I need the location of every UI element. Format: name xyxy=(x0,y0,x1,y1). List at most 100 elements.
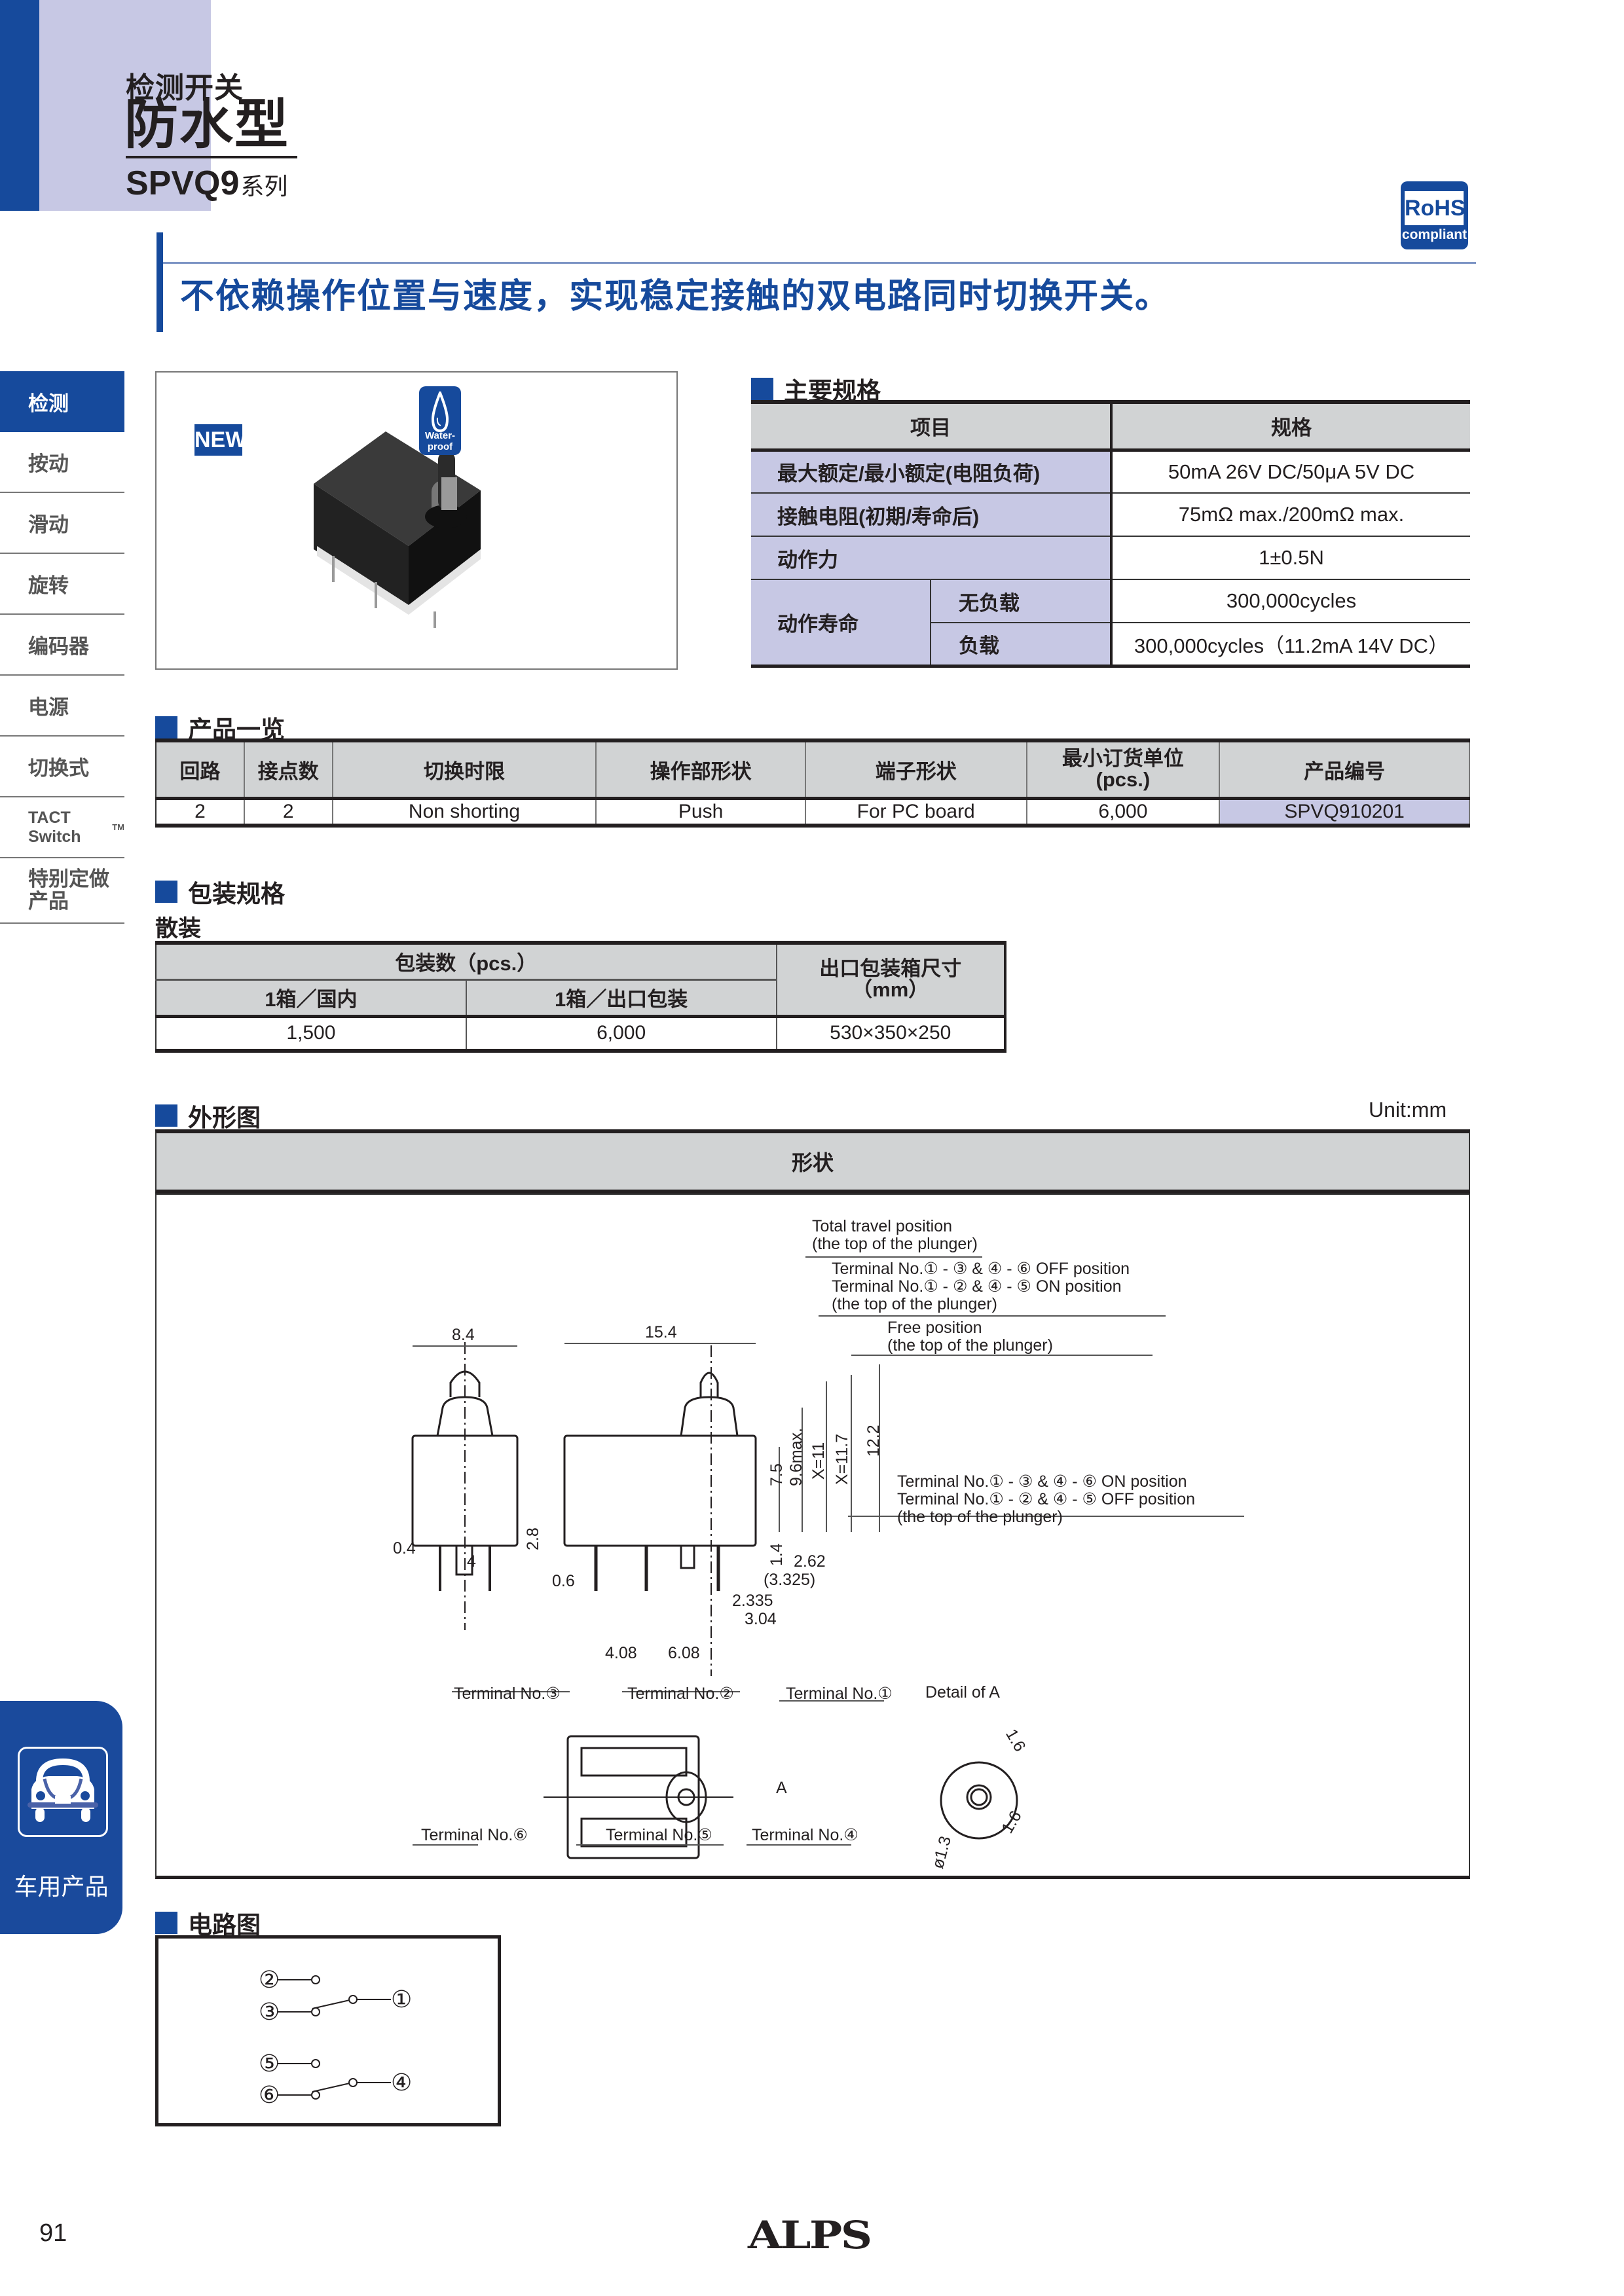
section-title: 包装规格 xyxy=(188,881,285,907)
section-marker xyxy=(155,881,177,903)
sidebar-item-label: 滑动 xyxy=(28,513,69,536)
tagline-rule xyxy=(163,262,1476,264)
header-export: 1箱／出口包装 xyxy=(466,979,777,1018)
header-min-order: 最小订货单位(pcs.) xyxy=(1026,740,1221,800)
header-band-light xyxy=(39,0,211,211)
cell-circuits: 2 xyxy=(156,798,245,826)
sidebar-item-push[interactable]: 按动 xyxy=(0,432,124,493)
header-qty: 包装数（pcs.） xyxy=(156,943,777,981)
header-box-size-unit: （mm） xyxy=(852,978,929,1002)
waterproof-label: Water-proof xyxy=(424,430,456,452)
section-marker xyxy=(155,716,177,738)
spec-item: 最大额定/最小额定(电阻负荷) xyxy=(751,450,1111,494)
unit-label: Unit:mm xyxy=(1369,1098,1447,1121)
sidebar-item-label: 电源 xyxy=(28,696,69,719)
spec-item: 接触电阻(初期/寿命后) xyxy=(751,493,1111,537)
sidebar-item-label: 按动 xyxy=(28,452,69,475)
label-terminal-1: Terminal No.① xyxy=(786,1685,893,1703)
sidebar-item-custom[interactable]: 特别定做产品 xyxy=(0,858,124,924)
table-row: 动作寿命 无负载 300,000cycles xyxy=(751,579,1470,666)
automotive-tab-label: 车用产品 xyxy=(14,1873,109,1900)
car-icon xyxy=(18,1747,108,1837)
header-contacts: 接点数 xyxy=(244,740,333,800)
spec-value: 300,000cycles xyxy=(1110,579,1470,623)
circuit-node-5: ⑤ xyxy=(259,2050,280,2077)
circuit-node-3: ③ xyxy=(259,1998,280,2025)
label-terminal-3: Terminal No.③ xyxy=(454,1685,561,1703)
dimension-drawing-box xyxy=(155,1194,1470,1879)
label-a: A xyxy=(776,1779,787,1797)
table-header-row: 回路 接点数 切换时限 操作部形状 端子形状 最小订货单位(pcs.) 产品编号 xyxy=(156,740,1470,800)
dim-x117: X=11.7 xyxy=(833,1433,851,1485)
circuit-node-2: ② xyxy=(259,1966,280,1993)
header-changeover: 切换时限 xyxy=(332,740,597,800)
section-title: 外形图 xyxy=(188,1104,261,1131)
tagline: 不依赖操作位置与速度，实现稳定接触的双电路同时切换开关。 xyxy=(180,276,1171,316)
label-detail-a: Detail of A xyxy=(925,1683,1000,1702)
dim-3325: (3.325) xyxy=(764,1571,816,1589)
label-terminal-2: Terminal No.② xyxy=(627,1685,734,1703)
table-row: 最大额定/最小额定(电阻负荷) 50mA 26V DC/50μA 5V DC xyxy=(751,450,1470,494)
label-terminal-on: Terminal No.① - ③ & ④ - ⑥ ON position xyxy=(897,1472,1187,1491)
label-top-plunger: (the top of the plunger) xyxy=(887,1336,1053,1355)
packaging-heading: 包装规格 xyxy=(155,874,285,909)
type-title: 防水型 xyxy=(124,95,290,155)
sidebar-item-label: 编码器 xyxy=(28,635,89,658)
spec-value: 1±0.5N xyxy=(1110,536,1470,580)
table-row: 2 2 Non shorting Push For PC board 6,000… xyxy=(156,798,1470,826)
spec-item: 动作寿命 xyxy=(751,579,931,666)
circuit-node-4: ④ xyxy=(391,2069,413,2096)
dim-2335: 2.335 xyxy=(732,1592,773,1610)
label-free-position: Free position xyxy=(887,1319,982,1337)
circuit-node-6: ⑥ xyxy=(259,2081,280,2108)
sidebar-item-label: 检测 xyxy=(28,392,69,415)
dim-boss-length: 1.4 xyxy=(767,1543,786,1566)
table-row: 负载 300,000cycles（11.2mA 14V DC） xyxy=(751,623,1470,666)
label-top-plunger: (the top of the plunger) xyxy=(897,1508,1063,1526)
sidebar-item-encoder[interactable]: 编码器 xyxy=(0,615,124,676)
dim-free-height: 12.2 xyxy=(864,1425,883,1457)
rohs-badge: RoHS compliant xyxy=(1401,181,1468,249)
water-drop-icon xyxy=(431,392,449,433)
label-terminal-off: Terminal No.① - ③ & ④ - ⑥ OFF position xyxy=(832,1260,1130,1278)
sidebar-item-detect[interactable]: 检测 xyxy=(0,371,124,432)
cell-box-size: 530×350×250 xyxy=(776,1016,1006,1051)
sidebar-item-rotary[interactable]: 旋转 xyxy=(0,554,124,615)
cell-part-number[interactable]: SPVQ910201 xyxy=(1219,798,1470,826)
dim-304: 3.04 xyxy=(745,1610,777,1628)
cell-terminal: For PC board xyxy=(805,798,1027,826)
category-title: 检测开关 xyxy=(126,72,244,104)
header-band-dark xyxy=(0,0,39,211)
spec-item: 动作力 xyxy=(751,536,1111,580)
label-terminal-off: Terminal No.① - ② & ④ - ⑤ OFF position xyxy=(897,1490,1196,1508)
spec-subitem: 负载 xyxy=(930,623,1111,666)
sidebar-item-power[interactable]: 电源 xyxy=(0,676,124,737)
dim-608: 6.08 xyxy=(668,1644,700,1662)
sidebar-item-slide[interactable]: 滑动 xyxy=(0,493,124,554)
new-badge: NEW xyxy=(194,424,246,456)
automotive-tab[interactable]: 车用产品 xyxy=(0,1701,122,1934)
label-top-plunger: (the top of the plunger) xyxy=(812,1235,978,1253)
sidebar-item-switching[interactable]: 切换式 xyxy=(0,737,124,797)
rohs-label: RoHS xyxy=(1405,191,1466,225)
circuit-heading: 电路图 xyxy=(155,1905,261,1941)
section-marker xyxy=(155,1912,177,1934)
spec-value: 300,000cycles（11.2mA 14V DC） xyxy=(1110,623,1470,666)
tagline-accent-bar xyxy=(157,232,163,332)
alps-logo: ALPS xyxy=(748,2213,872,2257)
dim-pin-length: 2.8 xyxy=(524,1527,542,1550)
header-actuator: 操作部形状 xyxy=(596,740,806,800)
dim-x11: X=11 xyxy=(809,1442,828,1480)
dim-262: 2.62 xyxy=(794,1552,826,1571)
packaging-table: 包装数（pcs.） 出口包装箱尺寸（mm） 1箱／国内 1箱／出口包装 1,50… xyxy=(155,941,1006,1053)
main-specs-table: 项目 规格 最大额定/最小额定(电阻负荷) 50mA 26V DC/50μA 5… xyxy=(751,400,1470,668)
series-suffix: 系列 xyxy=(240,173,288,200)
spec-value: 50mA 26V DC/50μA 5V DC xyxy=(1110,450,1470,494)
dim-pin-width-front: 0.4 xyxy=(393,1539,416,1558)
label-top-plunger: (the top of the plunger) xyxy=(832,1295,997,1313)
label-terminal-5: Terminal No.⑤ xyxy=(606,1826,712,1844)
sidebar-item-label: TACT Switch xyxy=(28,808,81,846)
sidebar-item-label: 切换式 xyxy=(28,757,89,780)
